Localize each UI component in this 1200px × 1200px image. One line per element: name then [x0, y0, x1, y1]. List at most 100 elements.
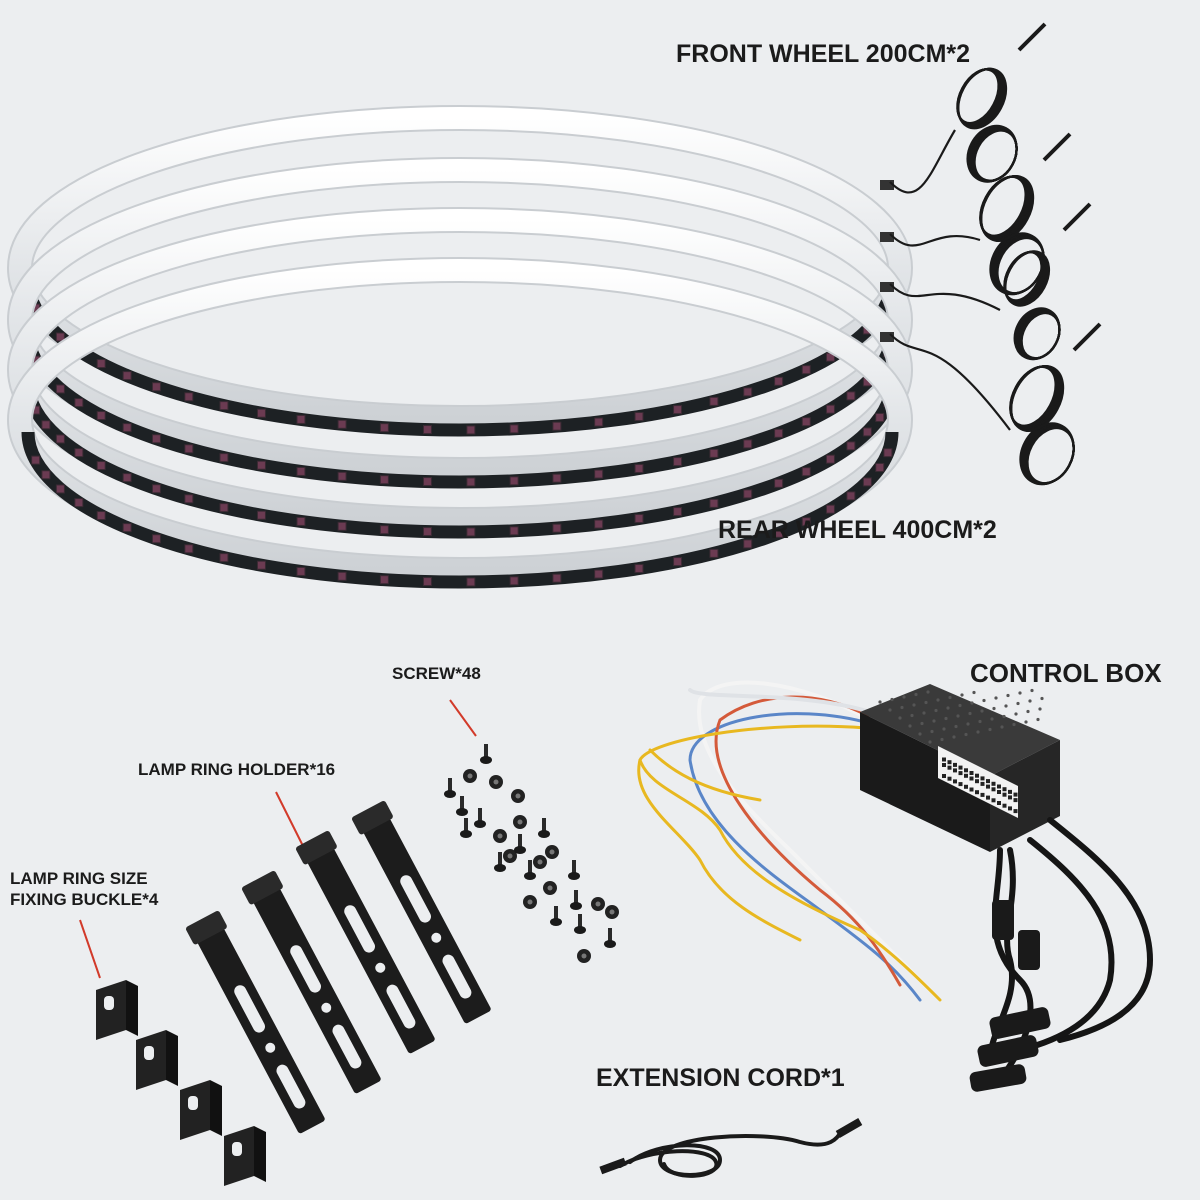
led-chip — [594, 417, 604, 427]
cable-coil — [889, 22, 1047, 194]
led-chip — [466, 527, 476, 537]
led-chip — [875, 462, 885, 472]
ring-connector — [880, 282, 894, 292]
led-chip — [55, 484, 65, 494]
screw — [444, 778, 456, 798]
screw — [474, 808, 486, 828]
led-chip — [184, 392, 194, 402]
pointer-lines — [79, 699, 477, 979]
led-chip — [151, 382, 161, 392]
led-ring — [7, 157, 913, 489]
led-chip — [31, 455, 41, 465]
front-wheel-label: FRONT WHEEL 200CM*2 — [676, 40, 971, 68]
led-chip — [96, 461, 106, 471]
led-chip — [774, 528, 784, 538]
led-chip — [743, 539, 753, 549]
rear-wheel-label: REAR WHEEL 400CM*2 — [718, 516, 997, 544]
screw — [456, 796, 468, 816]
led-chip — [466, 477, 476, 487]
cable-coil — [889, 322, 1102, 486]
led-chip — [825, 404, 835, 414]
led-chip — [509, 424, 519, 434]
led-chip — [774, 376, 784, 386]
led-chip — [673, 457, 683, 467]
fixing-buckle — [180, 1080, 222, 1140]
lead-wires — [637, 680, 942, 1002]
screw — [513, 815, 527, 829]
screw — [577, 949, 591, 963]
led-chip — [594, 519, 604, 529]
led-chip — [337, 571, 347, 581]
lamp-ring-holders — [186, 800, 491, 1134]
screw-label: SCREW*48 — [392, 664, 481, 683]
lamp-ring-holder — [296, 830, 435, 1054]
led-ring — [7, 257, 913, 589]
fixing-buckles — [96, 980, 266, 1186]
screw — [533, 855, 547, 869]
screw — [591, 897, 605, 911]
led-chip — [337, 521, 347, 531]
led-chip — [846, 391, 856, 401]
led-chip — [219, 503, 229, 513]
led-chip — [825, 454, 835, 464]
control-box-assembly — [637, 680, 1154, 1092]
led-chip — [801, 467, 811, 477]
led-chip — [774, 478, 784, 488]
led-chip — [509, 526, 519, 536]
led-chip — [552, 523, 562, 533]
screw — [550, 906, 562, 926]
screw — [514, 834, 526, 854]
led-chip — [122, 523, 132, 533]
led-chip — [184, 544, 194, 554]
screw — [523, 895, 537, 909]
ring-connector — [880, 332, 894, 342]
led-chip — [337, 419, 347, 429]
led-chip — [422, 527, 432, 537]
led-chip — [422, 477, 432, 487]
led-chip — [41, 470, 51, 480]
led-chip — [883, 448, 893, 458]
screw — [604, 928, 616, 948]
screw — [480, 744, 492, 764]
screw — [463, 769, 477, 783]
led-chip — [709, 498, 719, 508]
led-chip — [774, 428, 784, 438]
led-ring — [7, 105, 913, 437]
cable-coil — [889, 202, 1092, 361]
control-box — [860, 684, 1060, 852]
led-chip — [122, 423, 132, 433]
led-chip — [801, 365, 811, 375]
screw — [543, 881, 557, 895]
fixing-buckle-label-line2: FIXING BUCKLE*4 — [10, 890, 159, 909]
led-chip — [74, 498, 84, 508]
screw — [494, 852, 506, 872]
screw-pointer — [449, 699, 477, 737]
screw — [568, 860, 580, 880]
led-chip — [466, 577, 476, 587]
led-chip — [552, 473, 562, 483]
screws — [444, 744, 619, 963]
lamp-ring-holder-label: LAMP RING HOLDER*16 — [138, 760, 336, 779]
led-chip — [96, 511, 106, 521]
fixing-buckle — [136, 1030, 178, 1090]
screw — [511, 789, 525, 803]
led-chip — [337, 471, 347, 481]
led-chip — [743, 387, 753, 397]
screw — [574, 914, 586, 934]
led-chip — [634, 564, 644, 574]
led-chip — [256, 460, 266, 470]
led-chip — [846, 441, 856, 451]
screw — [545, 845, 559, 859]
screw — [503, 849, 517, 863]
led-chip — [296, 516, 306, 526]
fixing-buckle — [224, 1126, 266, 1186]
led-chip — [151, 434, 161, 444]
control-box-label: CONTROL BOX — [970, 658, 1162, 688]
screw — [605, 905, 619, 919]
led-chip — [594, 569, 604, 579]
led-chip — [825, 504, 835, 514]
led-chip — [801, 417, 811, 427]
led-chip — [184, 444, 194, 454]
led-wheel-rings — [7, 105, 913, 589]
extension-cord — [599, 1118, 863, 1178]
